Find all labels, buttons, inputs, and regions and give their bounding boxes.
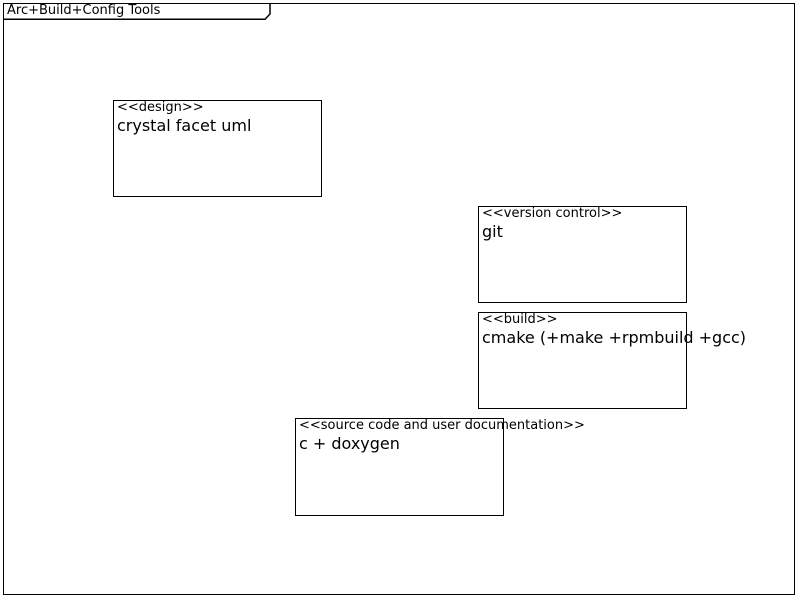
- node-build[interactable]: <<build>> cmake (+make +rpmbuild +gcc): [478, 312, 746, 409]
- node-stereotype: <<design>>: [117, 100, 204, 115]
- node-stereotype: <<version control>>: [482, 206, 623, 221]
- node-name: crystal facet uml: [117, 116, 252, 135]
- frame-title-tab: Arc+Build+Config Tools: [3, 3, 271, 20]
- node-design[interactable]: <<design>> crystal facet uml: [113, 100, 322, 197]
- node-name: git: [482, 222, 503, 241]
- node-source-code[interactable]: <<source code and user documentation>> c…: [295, 418, 585, 516]
- node-stereotype: <<build>>: [482, 312, 558, 327]
- node-name: c + doxygen: [299, 434, 400, 453]
- node-name: cmake (+make +rpmbuild +gcc): [482, 328, 747, 347]
- diagram-frame: [3, 3, 795, 595]
- frame-title: Arc+Build+Config Tools: [7, 3, 161, 18]
- node-stereotype: <<source code and user documentation>>: [299, 418, 585, 433]
- node-version-control[interactable]: <<version control>> git: [478, 206, 687, 303]
- frame-tab-outline: [3, 3, 271, 20]
